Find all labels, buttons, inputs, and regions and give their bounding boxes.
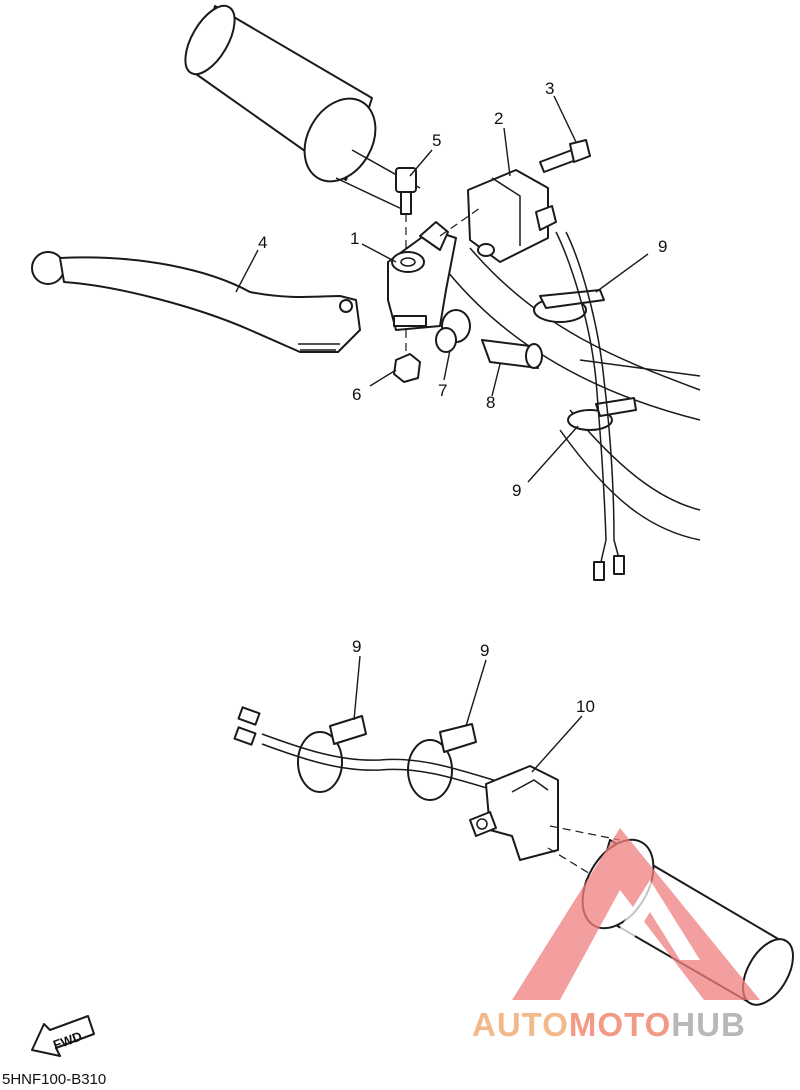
part-10-switch: [469, 765, 559, 861]
part-6-nut: [393, 330, 421, 383]
part-4-lever: [31, 251, 361, 353]
leader-lines: [235, 95, 649, 773]
callout-3: 3: [545, 79, 554, 98]
callout-10: 10: [576, 697, 595, 716]
callout-labels: 1 2 3 4 5 6 7 8 9 9 9 9 10: [258, 79, 667, 716]
brand-part-moto: MOTO: [568, 1006, 672, 1043]
handlebar-grip-top: [184, 4, 421, 211]
diagram-code: 5HNF100-B310: [2, 1071, 107, 1088]
part-2-clamp: [467, 169, 557, 263]
part-9-cable-tie-lower: [297, 715, 477, 801]
switch-cable-lower: [233, 706, 501, 793]
callout-7: 7: [438, 381, 447, 400]
callout-4: 4: [258, 233, 267, 252]
brand-part-auto: AUTO: [472, 1006, 569, 1043]
watermark-brand: AUTOMOTOHUB: [472, 1006, 746, 1044]
watermark-logo-icon: [512, 828, 760, 1000]
part-1-lever-holder: [387, 207, 481, 331]
part-8-adjuster: [481, 339, 543, 369]
part-3-bolt: [539, 139, 591, 173]
callout-8: 8: [486, 393, 495, 412]
callout-9-lower-right: 9: [480, 641, 489, 660]
fwd-arrow-icon: FWD: [31, 1015, 95, 1057]
switch-cable-upper: [555, 231, 625, 581]
brand-part-hub: HUB: [671, 1006, 746, 1043]
callout-9-upper-lower: 9: [512, 481, 521, 500]
callout-1: 1: [350, 229, 359, 248]
callout-9-upper-right: 9: [658, 237, 667, 256]
callout-9-lower-left: 9: [352, 637, 361, 656]
callout-5: 5: [432, 131, 441, 150]
callout-2: 2: [494, 109, 503, 128]
part-5-bolt: [395, 167, 417, 252]
callout-6: 6: [352, 385, 361, 404]
part-7-washer: [435, 309, 471, 353]
